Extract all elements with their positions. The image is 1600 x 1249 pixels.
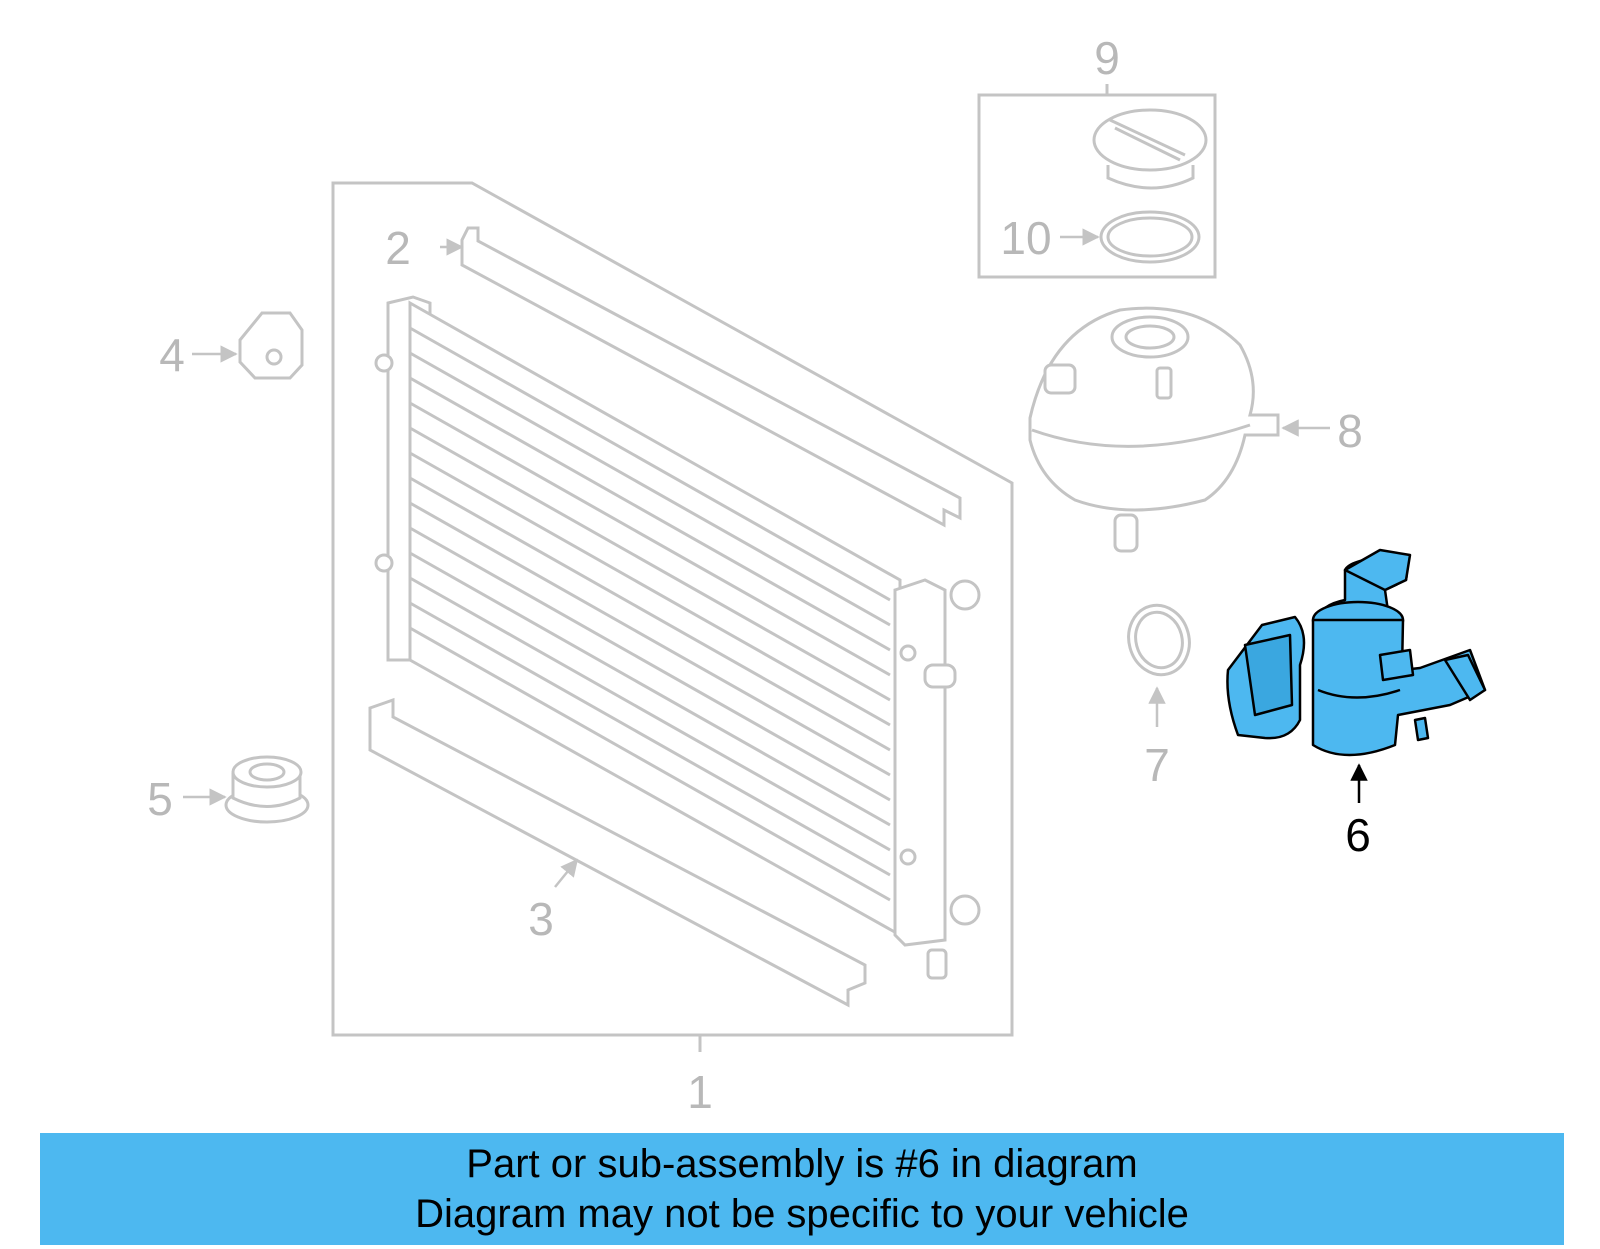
callout-1: 1	[687, 1066, 713, 1118]
coolant-reservoir	[1028, 306, 1280, 553]
leader-arrows	[183, 228, 1330, 888]
radiator-assembly-frame	[331, 181, 1014, 1052]
banner-disclaimer-text: Diagram may not be specific to your vehi…	[415, 1192, 1189, 1236]
callout-4: 4	[159, 329, 185, 381]
callout-5: 5	[147, 773, 173, 825]
cap-seal-ring	[1099, 210, 1201, 264]
lower-air-seal	[368, 697, 867, 1008]
thermostat-housing-highlighted	[1226, 548, 1487, 757]
callout-7: 7	[1144, 739, 1170, 791]
callout-3: 3	[528, 893, 554, 945]
cap-kit-box	[977, 84, 1217, 279]
callout-8: 8	[1337, 405, 1363, 457]
lower-insulator	[224, 755, 310, 824]
callout-2: 2	[385, 222, 411, 274]
radiator-mount	[238, 311, 304, 380]
radiator	[374, 295, 981, 980]
callout-6: 6	[1345, 809, 1371, 861]
banner-part-text: Part or sub-assembly is #6 in diagram	[466, 1142, 1138, 1186]
reservoir-cap	[1092, 108, 1208, 190]
parts-diagram: 1 2 3 4 5 6 7 8 9 10	[147, 32, 1487, 1118]
info-banner: Part or sub-assembly is #6 in diagram Di…	[40, 1133, 1564, 1245]
callout-10: 10	[1000, 212, 1051, 264]
thermostat-o-ring	[1127, 603, 1191, 677]
callout-9: 9	[1094, 32, 1120, 84]
